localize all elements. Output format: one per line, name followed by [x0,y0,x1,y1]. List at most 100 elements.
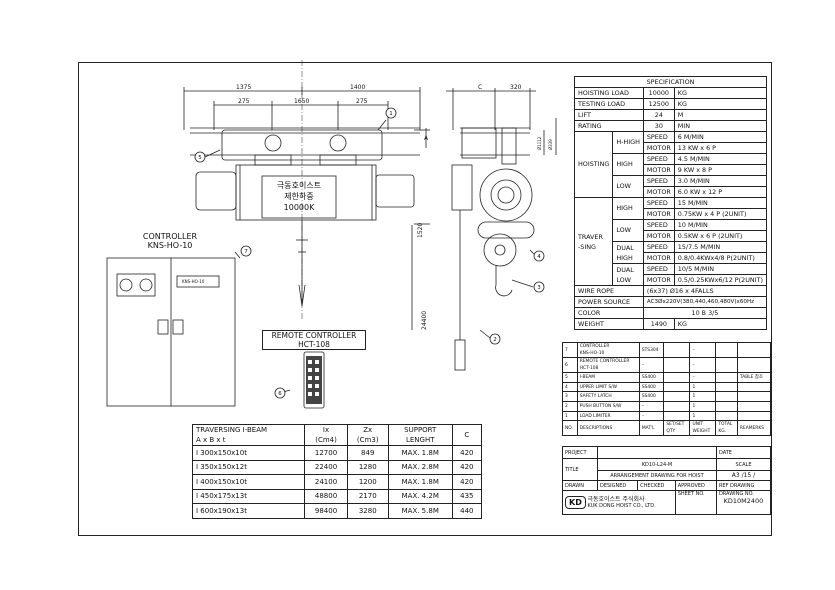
part-set [663,357,691,373]
dim-1650: 1650 [294,98,309,105]
controller-model: KNS-HO-10 [147,241,193,250]
spec-label: LIFT [574,109,644,121]
spec-unit: KG [673,318,768,330]
company-korean: 극동호이스트 주식회사 [587,495,645,503]
part-desc: LOAD LIMITER [576,410,640,422]
part-unit: – [689,342,717,358]
dim-320: 320 [510,84,522,91]
spec-motor: MOTOR [642,186,675,198]
ibeam-header: SUPPORT LENGHT [387,424,453,446]
approved-label: APPROVED [674,480,717,491]
spec-speed: SPEED [642,153,675,165]
part-desc: REMOTE CONTROLLER HCT-108 [576,357,640,373]
dim-dia-1: Ø1112 [537,136,542,150]
parts-header-cell: UNIT WEIGHT [689,420,717,437]
spec-motor: MOTOR [642,164,675,176]
part-set [663,381,691,393]
spec-label: WEIGHT [574,318,644,330]
drawn-label: DRAWN [562,480,598,491]
dim-24400: 24400 [421,311,428,330]
part-unit: – [689,357,717,373]
part-set [663,391,691,403]
part-remarks [736,391,772,403]
part-unit: 1 [689,391,717,403]
title-code: KD10-L24-M [597,458,717,471]
ibeam-cell: 3280 [346,503,389,519]
part-mat: SS400 [638,381,665,393]
ibeam-cell: MAX. 1.8M [387,445,453,461]
company-english: KUK DONG HOIST CO., LTD. [587,502,656,509]
part-no: 5 [562,372,578,383]
spec-speed: SPEED [642,175,675,187]
part-mat: – [638,401,665,412]
drawing-no-cell: DRAWING NO. KD10M2400 [715,490,772,515]
part-desc: CONTROLLER KNS-HO-10 [576,342,640,358]
ibeam-cell: 24100 [304,474,348,490]
ibeam-cell: 98400 [304,503,348,519]
part-desc: SAFETY LATCH [576,391,640,403]
part-remarks [736,401,772,412]
spec-speed: SPEED [642,219,675,231]
ibeam-cell: 12700 [304,445,348,461]
spec-speed: SPEED [642,131,675,143]
company-cell: KD 극동호이스트 주식회사 KUK DONG HOIST CO., LTD. [562,490,676,515]
spec-value: 24 [642,109,675,121]
part-no: 6 [562,357,578,373]
remote-label: REMOTE CONTROLLER HCT-108 [262,330,366,350]
hoist-nameplate: 극동호이스트 제한하중 10000K [262,180,336,213]
balloon-2: 2 [493,337,497,343]
part-mat: SS400 [638,391,665,403]
dim-a: A [424,135,429,142]
spec-h-high: H-HIGH [612,131,644,154]
spec-hoisting: HOISTING [573,131,614,198]
ibeam-cell: 420 [451,445,483,461]
part-desc: UPPER LIMIT S/W [576,381,640,393]
title-text: ARRANGEMENT DRAWING FOR HOIST [597,470,717,481]
balloon-6: 6 [278,391,282,397]
part-no: 4 [562,381,578,393]
part-set [663,342,691,358]
spec-value: 12500 [642,98,675,110]
spec-value: 0.75KW x 4 P (2UNIT) [673,208,768,220]
sheet-label: SHEET NO. [674,490,717,515]
spec-motor: MOTOR [642,230,675,242]
ibeam-header: C [451,424,483,446]
spec-t-high: HIGH [612,197,644,220]
ibeam-table: TRAVERSING I-BEAM A x B x t Ix (Cm4) Zx … [191,424,483,519]
spec-value: 6 M/MIN [673,131,768,143]
spec-unit: KG [673,87,768,99]
panel-tag: KNS-HO-10 [182,279,205,284]
ibeam-cell: I 400x150x10t [191,474,306,490]
drawing-border [78,62,772,536]
ibeam-cell: 420 [451,474,483,490]
spec-value: 10 B 3/5 [642,307,768,319]
spec-value: 1490 [642,318,675,330]
balloon-7: 7 [244,249,248,255]
parts-header-cell: REAMERKS [736,420,772,437]
part-remarks [736,381,772,393]
date-label: DATE [715,446,772,459]
ref-drawing-label: REF DRAWING [715,480,772,491]
part-desc: PUSH BUTTON S/W [576,401,640,412]
spec-speed: SPEED [642,241,675,253]
project-label: PROJECT [562,446,598,459]
spec-label: POWER SOURCE [574,296,644,308]
hoist-company: 극동호이스트 [276,181,322,190]
spec-motor: MOTOR [642,274,675,286]
ibeam-cell: 440 [451,503,483,519]
dim-1400: 1400 [350,84,365,91]
remote-title: REMOTE CONTROLLER [271,331,357,340]
spec-value: 15/7.5 M/MIN [673,241,768,253]
spec-traversing: TRAVER -SING [573,197,614,286]
part-no: 2 [562,401,578,412]
part-set [663,372,691,383]
